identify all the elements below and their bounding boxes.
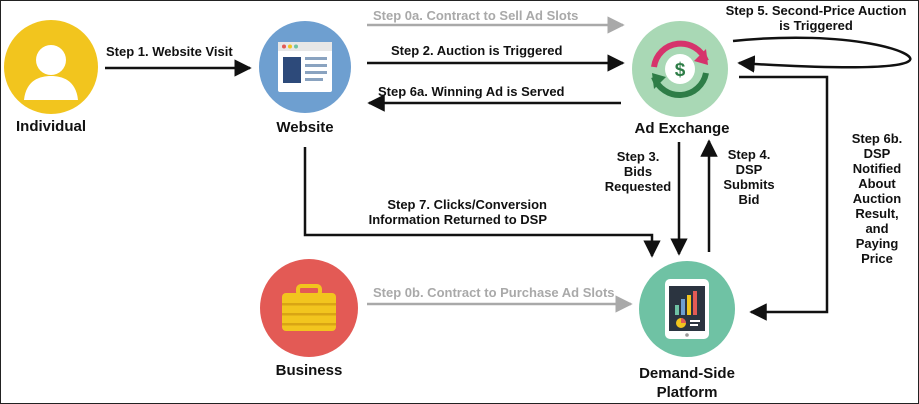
step3-label: Step 3. Bids Requested <box>599 149 677 194</box>
step6b-label: Step 6b. DSP Notified About Auction Resu… <box>839 131 915 266</box>
step4-line2: DSP <box>735 162 763 177</box>
step6b-line1: Step 6b. <box>851 131 903 146</box>
step0a-label: Step 0a. Contract to Sell Ad Slots <box>373 8 579 23</box>
ad-exchange-label: Ad Exchange <box>634 120 730 137</box>
step6b-line6: Result, <box>855 206 899 221</box>
step1-label: Step 1. Website Visit <box>106 44 233 59</box>
step7-label: Step 7. Clicks/Conversion Information Re… <box>331 197 547 227</box>
step6b-line8: Paying <box>855 236 899 251</box>
business-label: Business <box>275 362 343 379</box>
step6b-line9: Price <box>861 251 893 266</box>
step5-label: Step 5. Second-Price Auction is Triggere… <box>721 3 911 33</box>
step6b-line3: Notified <box>852 161 902 176</box>
step6b-line7: and <box>865 221 889 236</box>
step4-line1: Step 4. <box>727 147 771 162</box>
website-node <box>259 21 351 113</box>
arrow-step5-loop <box>732 36 912 73</box>
dsp-label: Demand-Side Platform <box>617 364 757 402</box>
step6a-label: Step 6a. Winning Ad is Served <box>378 84 565 99</box>
business-node <box>260 259 358 357</box>
person-icon <box>24 45 78 100</box>
step6b-line5: Auction <box>852 191 902 206</box>
step4-line4: Bid <box>738 192 760 207</box>
dsp-label-line1: Demand-Side <box>639 365 735 382</box>
briefcase-icon <box>282 284 336 331</box>
step2-label: Step 2. Auction is Triggered <box>391 43 563 58</box>
dollar-exchange-icon: $ <box>651 40 709 99</box>
individual-node <box>4 20 98 114</box>
step5-line1: Step 5. Second-Price Auction <box>725 3 907 18</box>
individual-label: Individual <box>15 118 86 135</box>
dsp-node <box>639 261 735 357</box>
browser-window-icon <box>278 42 332 92</box>
arrow-step6b <box>739 75 829 321</box>
step7-line1: Step 7. Clicks/Conversion <box>387 197 547 212</box>
step7-line2: Information Returned to DSP <box>368 212 547 227</box>
step3-line1: Step 3. <box>616 149 660 164</box>
step6b-line2: DSP <box>863 146 891 161</box>
step4-line3: Submits <box>723 177 775 192</box>
arrow-step7 <box>303 147 661 258</box>
step3-line2: Bids <box>623 164 653 179</box>
svg-text:$: $ <box>675 60 686 81</box>
dsp-label-line2: Platform <box>656 384 718 401</box>
tablet-chart-icon <box>665 279 709 339</box>
step4-label: Step 4. DSP Submits Bid <box>714 147 784 207</box>
website-label: Website <box>276 119 334 136</box>
step3-line3: Requested <box>604 179 672 194</box>
step5-line2: is Triggered <box>779 18 853 33</box>
step6b-line4: About <box>858 176 896 191</box>
ad-exchange-node: $ <box>632 21 728 117</box>
step0b-label: Step 0b. Contract to Purchase Ad Slots <box>373 285 615 300</box>
